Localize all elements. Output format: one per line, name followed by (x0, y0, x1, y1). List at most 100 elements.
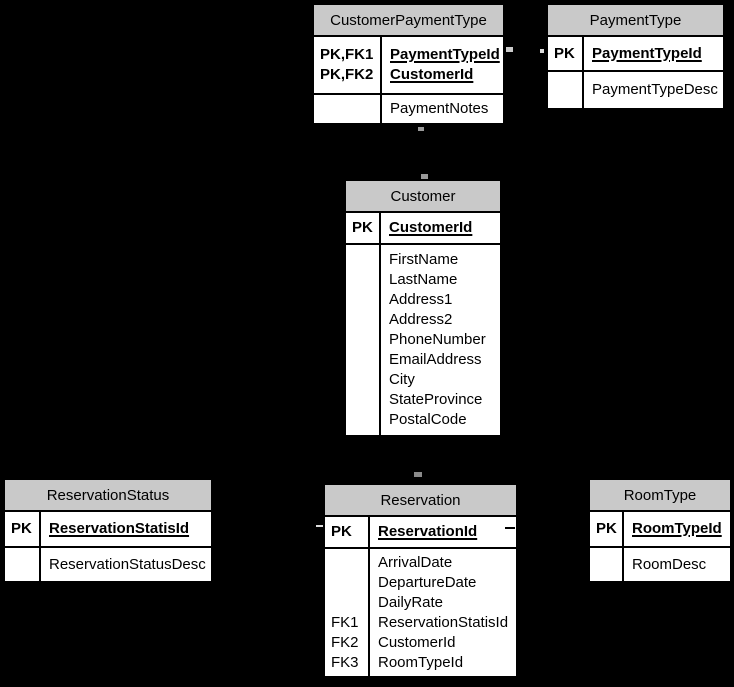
column-name: PhoneNumber (389, 331, 486, 348)
column-name: DepartureDate (378, 573, 477, 591)
column-name: ReservationId (378, 523, 478, 540)
connector-remnant (421, 174, 428, 179)
key-label: PK (11, 520, 32, 537)
column-name: DailyRate (378, 593, 444, 611)
table-row: PK ReservationStatisId (5, 519, 211, 539)
column-name: RoomTypeId (632, 520, 722, 537)
column-name: CustomerId (378, 633, 456, 651)
column-name: LastName (389, 271, 458, 288)
column-name: StateProvince (389, 391, 483, 408)
key-label (325, 593, 368, 613)
table-row: DepartureDate (325, 573, 516, 593)
column-name: City (389, 371, 415, 388)
table-row: DailyRate (325, 593, 516, 613)
table-row: PostalCode (346, 410, 500, 430)
key-label (5, 555, 39, 575)
table-row: ArrivalDate (325, 553, 516, 573)
key-label (346, 290, 379, 310)
table-title: RoomType (590, 480, 730, 512)
attr-rows: ReservationStatusDesc (5, 546, 211, 581)
key-label (346, 390, 379, 410)
key-label: FK1 (331, 613, 359, 631)
key-label: PK (596, 520, 617, 537)
table-row: PaymentTypeDesc (548, 80, 723, 100)
column-name: ArrivalDate (378, 553, 453, 571)
column-name: ReservationStatisId (49, 520, 190, 537)
key-label (325, 573, 368, 593)
key-label (346, 270, 379, 290)
key-label (346, 250, 379, 270)
column-divider (379, 213, 381, 435)
table-row: City (346, 370, 500, 390)
key-rows: PK CustomerId (346, 213, 500, 243)
key-label (346, 370, 379, 390)
key-label: PK (352, 219, 373, 236)
column-name: PostalCode (389, 411, 467, 428)
column-divider (368, 517, 370, 676)
column-name: ReservationStatisId (378, 613, 509, 631)
table-row: EmailAddress (346, 350, 500, 370)
table-row: Address1 (346, 290, 500, 310)
column-name: PaymentTypeDesc (592, 81, 718, 98)
table-row: StateProvince (346, 390, 500, 410)
table-title: Reservation (325, 485, 516, 517)
key-label (346, 310, 379, 330)
table-row: FK3 RoomTypeId (325, 653, 516, 673)
key-label (590, 555, 622, 575)
column-name: PaymentTypeId (390, 46, 500, 63)
table-row: FirstName (346, 250, 500, 270)
column-divider (582, 37, 584, 108)
key-label (548, 80, 582, 100)
key-label (346, 350, 379, 370)
column-name: RoomDesc (632, 555, 707, 573)
attr-rows: PaymentNotes (314, 93, 503, 123)
connector-remnant (418, 127, 424, 131)
entity-table-room-type: RoomType PK RoomTypeId RoomDesc (588, 478, 732, 583)
key-label (346, 330, 379, 350)
key-label: FK3 (331, 653, 359, 671)
table-title: Customer (346, 181, 500, 213)
key-label (314, 99, 380, 119)
attr-rows: RoomDesc (590, 546, 730, 581)
connector-remnant (414, 472, 422, 477)
table-title: PaymentType (548, 5, 723, 37)
column-name: CustomerId (390, 66, 474, 83)
column-divider (380, 37, 382, 123)
table-row: ReservationStatusDesc (5, 555, 211, 575)
column-name: FirstName (389, 251, 459, 268)
connector-remnant (506, 47, 513, 52)
table-row: Address2 (346, 310, 500, 330)
key-label: PK,FK2 (320, 66, 374, 83)
attr-rows: PaymentTypeDesc (548, 70, 723, 108)
column-divider (39, 512, 41, 581)
table-row: PhoneNumber (346, 330, 500, 350)
table-row: PK CustomerId (346, 218, 500, 238)
column-name: Address1 (389, 291, 453, 308)
column-divider (622, 512, 624, 581)
connector-remnant (316, 523, 323, 529)
key-label: PK (554, 44, 575, 62)
table-title: CustomerPaymentType (314, 5, 503, 37)
table-row: RoomDesc (590, 555, 730, 575)
column-name: Address2 (389, 311, 453, 328)
key-label: PK (331, 523, 352, 540)
table-row: PK,FK2 CustomerId (314, 65, 503, 85)
table-row: FK1 ReservationStatisId (325, 613, 516, 633)
key-rows: PK RoomTypeId (590, 512, 730, 546)
key-label (346, 410, 379, 430)
key-label (325, 553, 368, 573)
table-row: PK RoomTypeId (590, 519, 730, 539)
column-name: RoomTypeId (378, 653, 464, 671)
column-name: CustomerId (389, 219, 473, 236)
